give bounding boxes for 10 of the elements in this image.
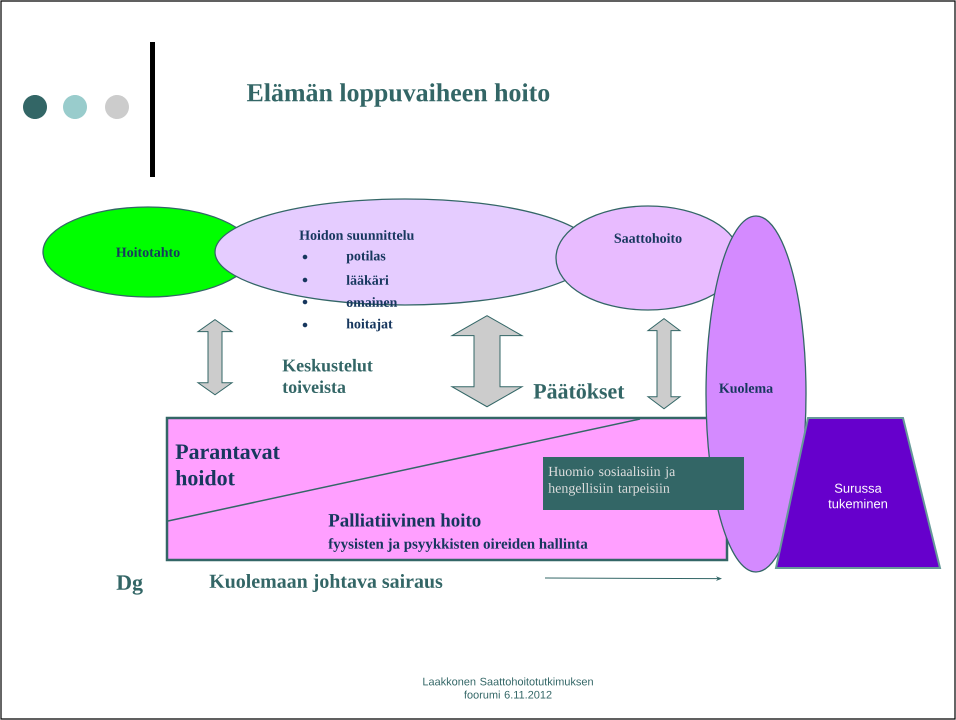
footer: Laakkonen Saattohoitotutkimuksen foorumi 6.11.2012: [423, 677, 593, 699]
label: Päätökset: [534, 383, 624, 399]
label: Dg: [116, 575, 143, 595]
double-arrow: [196, 319, 234, 396]
node-label: hoitajat: [346, 318, 393, 332]
double-arrow: [646, 318, 682, 410]
title: Elämän loppuvaiheen hoito: [246, 83, 550, 107]
note-box: Huomio sosiaalisiin ja hengellisiin tarpeisiin: [543, 457, 744, 510]
double-arrow: [450, 315, 524, 408]
label: Keskustelut toiveista: [282, 358, 373, 394]
